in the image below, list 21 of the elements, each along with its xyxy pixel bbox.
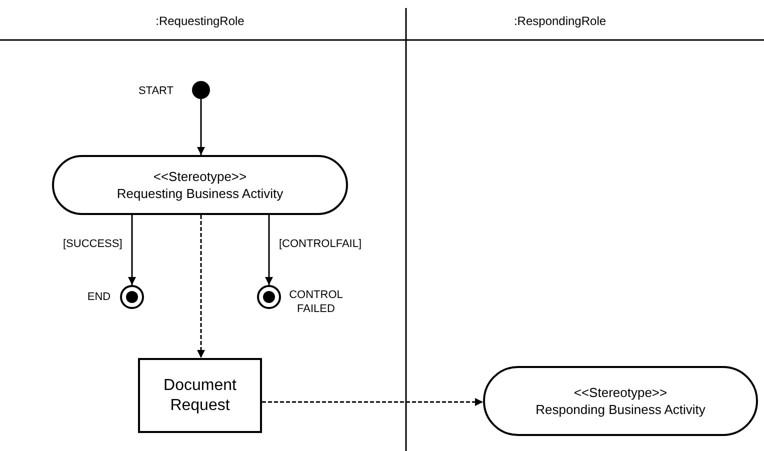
state-label: END xyxy=(86,290,112,304)
arrow xyxy=(197,99,205,155)
guard-label: [CONTROLFAIL] xyxy=(279,238,362,250)
dashed-arrow xyxy=(262,398,483,406)
final-state xyxy=(120,285,144,309)
activity-name: Responding Business Activity xyxy=(534,401,706,418)
final-state xyxy=(257,285,281,309)
arrow xyxy=(265,215,273,285)
swimlane-heading: :RespondingRole xyxy=(514,14,606,28)
start-state xyxy=(192,81,210,99)
state-label: CONTROL FAILED xyxy=(288,288,344,316)
object-box xyxy=(138,358,262,433)
arrow xyxy=(128,215,136,285)
guard-label: [SUCCESS] xyxy=(63,238,122,250)
swimlane-heading: :RequestingRole xyxy=(156,14,244,28)
object-name: Document Request xyxy=(162,376,238,416)
dashed-arrow xyxy=(197,215,205,358)
stereotype-label: <<Stereotype>> xyxy=(152,168,248,185)
stereotype-label: <<Stereotype>> xyxy=(572,384,668,401)
state-label: START xyxy=(137,84,175,98)
activity-name: Requesting Business Activity xyxy=(116,185,284,202)
